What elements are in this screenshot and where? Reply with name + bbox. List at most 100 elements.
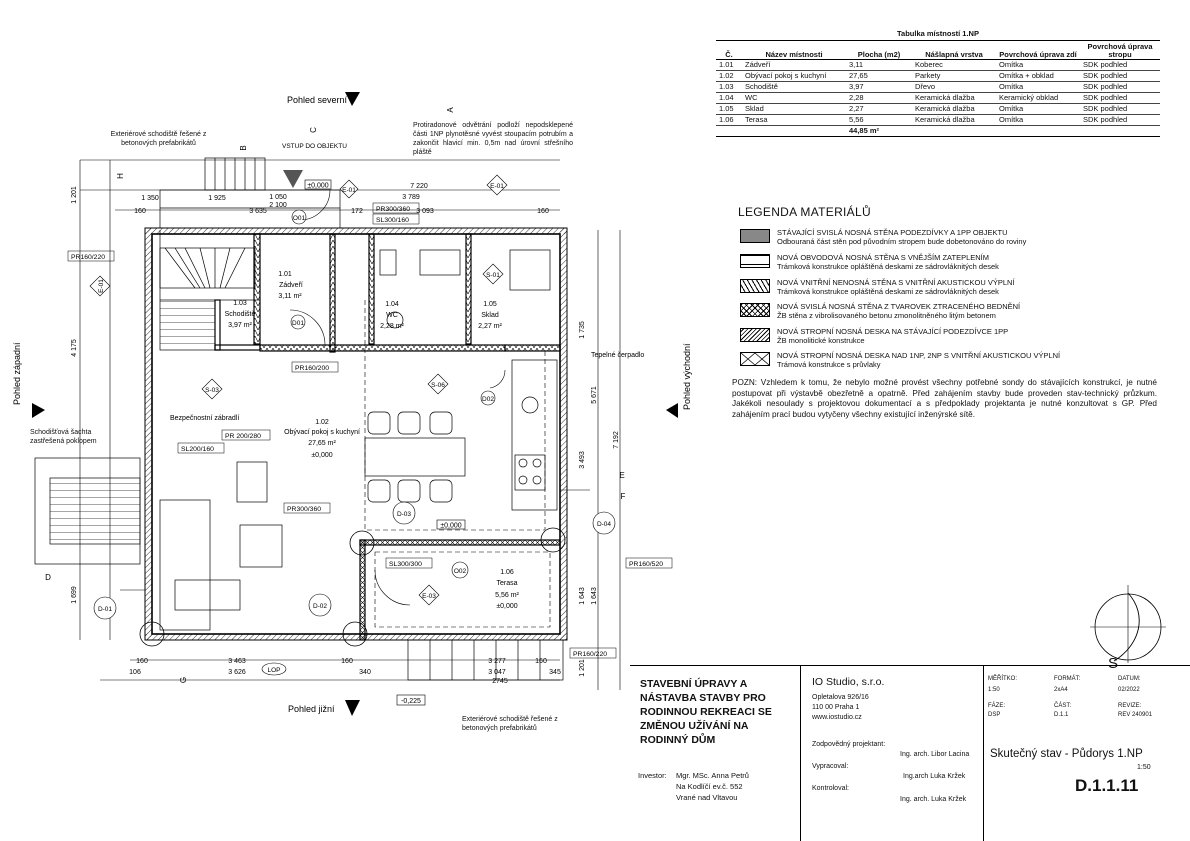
section-mark-h: H <box>116 173 125 179</box>
dim-top: 3 635 <box>249 208 267 215</box>
dim-top: 2 100 <box>269 202 287 209</box>
firm-city: 110 00 Praha 1 <box>812 704 860 711</box>
north-arrow <box>1090 585 1166 663</box>
furniture <box>159 249 558 631</box>
entrance-label: VSTUP DO OBJEKTU <box>282 143 347 150</box>
investor-name: Mgr. MSc. Anna Petrů <box>676 771 749 780</box>
legend-item: NOVÁ STROPNÍ NOSNÁ DESKA NAD 1NP, 2NP S … <box>740 351 1160 373</box>
cell: SDK podhled <box>1080 103 1160 115</box>
swatch-crosshatch <box>740 303 770 317</box>
room-table-header: Povrchová úprava stropu <box>1080 41 1160 60</box>
table-row: 1.01 Zádveří 3,11 Koberec Omítka SDK pod… <box>716 59 1160 71</box>
room-1-06-level: ±0,000 <box>496 603 517 610</box>
room-table-header: Název místnosti <box>742 41 846 60</box>
legend-item-title: NOVÁ STROPNÍ NOSNÁ DESKA NAD 1NP, 2NP S … <box>777 351 1061 360</box>
legend-item-title: NOVÁ SVISLÁ NOSNÁ STĚNA Z TVAROVEK ZTRAC… <box>777 302 1021 311</box>
dim-top: 1 050 <box>269 194 287 201</box>
swatch-double-line <box>740 254 770 268</box>
cell: 2,27 <box>846 103 912 115</box>
meta-label: FÁZE: <box>988 703 1006 709</box>
legend-item-desc: Trámová konstrukce s průvlaky <box>777 360 881 369</box>
meta-value: REV 240901 <box>1118 712 1153 718</box>
cell: Keramická dlažba <box>912 114 996 126</box>
section-mark-a: A <box>446 107 455 113</box>
lintel-label: PR300/360 <box>287 506 321 513</box>
cell: WC <box>742 92 846 104</box>
role-label: Kontroloval: <box>812 785 849 792</box>
dimension-lines <box>79 159 621 690</box>
swatch-diagonal <box>740 328 770 342</box>
room-1-02-level: ±0,000 <box>311 452 332 459</box>
room-1-02-id: 1.02 <box>315 419 329 426</box>
cell: 27,65 <box>846 70 912 82</box>
meta-value: 02/2022 <box>1118 687 1140 693</box>
room-1-01-area: 3,11 m² <box>278 293 302 300</box>
room-1-05-name: Sklad <box>481 312 499 319</box>
investor-label: Investor: <box>638 771 667 780</box>
dim-right: 1 201 <box>579 659 586 677</box>
firm-name: IO Studio, s.r.o. <box>812 676 885 688</box>
room-1-05-id: 1.05 <box>483 301 497 308</box>
section-mark-g: G <box>179 677 188 683</box>
room-1-04-area: 2,28 m² <box>380 323 404 330</box>
cell: 1.06 <box>716 114 742 126</box>
cell: Keramická dlažba <box>912 103 996 115</box>
dim-bottom: 160 <box>341 658 353 665</box>
cell: SDK podhled <box>1080 92 1160 104</box>
cell: 1.03 <box>716 81 742 93</box>
table-row: 1.03 Schodiště 3,97 Dřevo Omítka SDK pod… <box>716 81 1160 93</box>
room-1-03-name: Schodiště <box>225 311 256 318</box>
north-exterior-stair <box>159 157 341 229</box>
room-table-header: Povrchová úprava zdí <box>996 41 1080 60</box>
floor-plan: Pohled severní Pohled jižní Pohled západ… <box>12 92 692 716</box>
dim-top: 1 925 <box>208 195 226 202</box>
room-1-03-area: 3,97 m² <box>228 322 252 329</box>
room-1-06-name: Terasa <box>496 580 517 587</box>
meta-label: ČÁST: <box>1054 703 1072 709</box>
lintel-label: PR 200/280 <box>225 433 261 440</box>
tag-o02: O02 <box>454 568 467 575</box>
room-1-02-name: Obývací pokoj s kuchyní <box>284 429 360 436</box>
north-label: S <box>1108 655 1119 672</box>
cell: 2,28 <box>846 92 912 104</box>
cell: Sklad <box>742 103 846 115</box>
firm-web: www.iostudio.cz <box>812 714 862 721</box>
role-name: Ing. arch. Libor Lacina <box>900 751 970 758</box>
section-mark-f: F <box>621 492 626 501</box>
room-1-05-area: 2,27 m² <box>478 323 502 330</box>
meta-value: 1:50 <box>988 687 1000 693</box>
level-living: ±0,000 <box>440 523 461 530</box>
lintel-label: SL300/160 <box>376 217 409 224</box>
dim-bottom: 340 <box>359 669 371 676</box>
heat-pump-label: Tepelné čerpadlo <box>591 352 644 359</box>
room-1-02-area: 27,65 m² <box>308 440 336 447</box>
callout-stair-south: Exteriérové schodiště řešené z betonovýc… <box>462 716 558 732</box>
dim-bottom: 160 <box>136 658 148 665</box>
dim-right: 3 493 <box>579 451 586 469</box>
dim-bottom: 345 <box>549 669 561 676</box>
legend-item-title: NOVÁ STROPNÍ NOSNÁ DESKA NA STÁVAJÍCÍ PO… <box>777 327 1009 336</box>
room-table-title: Tabulka místností 1.NP <box>716 28 1160 41</box>
legend-item: NOVÁ OBVODOVÁ NOSNÁ STĚNA S VNĚJŠÍM ZATE… <box>740 253 1160 275</box>
cell: SDK podhled <box>1080 114 1160 126</box>
cell: 1.04 <box>716 92 742 104</box>
investor-city: Vrané nad Vltavou <box>676 793 738 802</box>
section-mark-e: E <box>619 471 624 480</box>
cell: Dřevo <box>912 81 996 93</box>
dim-top: 1 350 <box>141 195 159 202</box>
view-east-label: Pohled východní <box>682 343 692 410</box>
shaft <box>34 457 141 565</box>
table-row: 1.04 WC 2,28 Keramická dlažba Keramický … <box>716 92 1160 104</box>
lintel-label: SL300/300 <box>389 561 422 568</box>
cell: Obývací pokoj s kuchyní <box>742 70 846 82</box>
cell: 1.02 <box>716 70 742 82</box>
investor-address: Na Kodlíčí ev.č. 552 <box>676 782 743 791</box>
tag-s06: S-06 <box>431 382 445 389</box>
section-mark-b: B <box>239 145 248 150</box>
swatch-diamond <box>740 352 770 366</box>
dim-right: 1 643 <box>579 587 586 605</box>
room-1-01-id: 1.01 <box>278 271 292 278</box>
dim-top: 3 093 <box>416 208 434 215</box>
slab-outline <box>364 300 551 628</box>
role-name: Ing.arch Luka Kržek <box>903 773 966 780</box>
